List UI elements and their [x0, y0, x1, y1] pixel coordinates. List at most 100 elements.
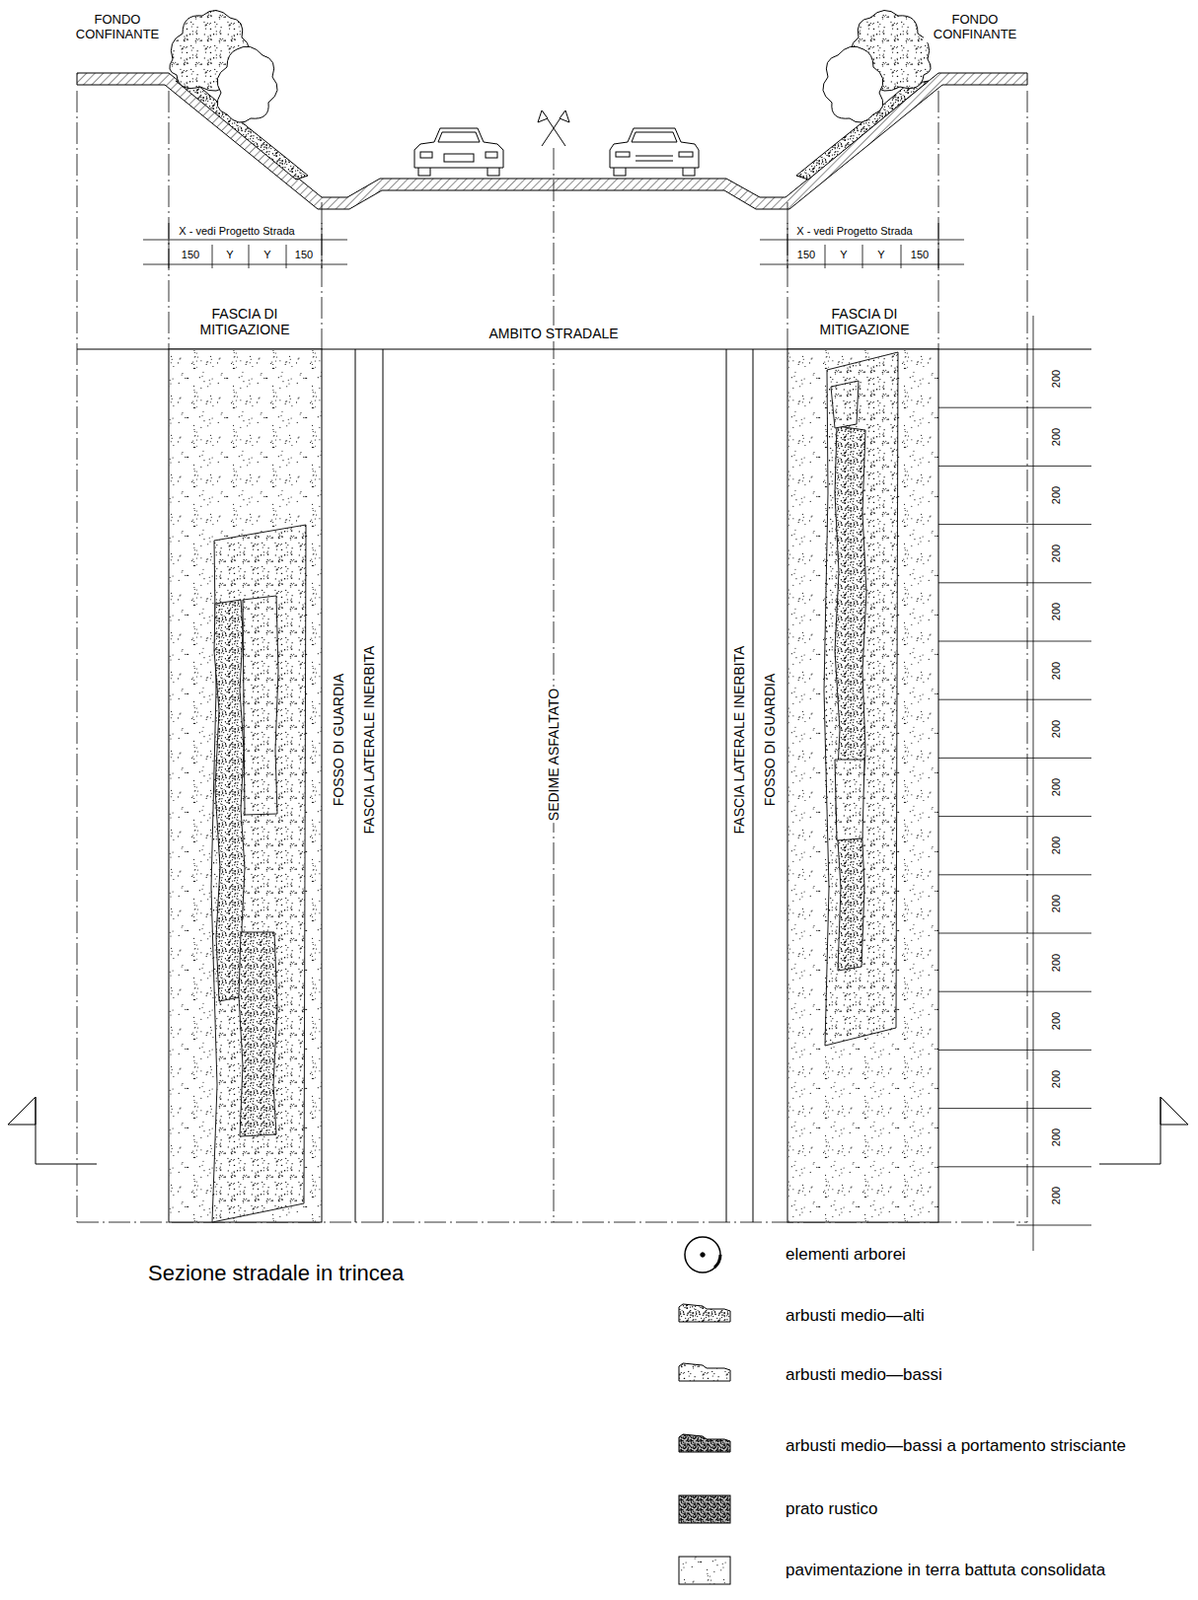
drawing-stroke — [823, 46, 884, 123]
drawing-stroke — [938, 223, 940, 269]
section-label: AMBITO STRADALE — [486, 325, 620, 342]
section-label: Y — [875, 248, 887, 262]
dimension-value: 200 — [1049, 951, 1063, 974]
section-label: Y — [837, 248, 849, 262]
drawing-stroke — [678, 1496, 731, 1524]
dimension-value: 200 — [1049, 1185, 1063, 1207]
drawing-stroke — [321, 202, 323, 350]
drawing-stroke — [321, 223, 323, 269]
drawing-stroke — [752, 349, 754, 1223]
drawing-stroke — [553, 148, 555, 1223]
drawing-stroke — [212, 244, 214, 269]
drawing-stroke — [938, 465, 1092, 467]
strip-label: FOSSO DI GUARDIA — [330, 672, 347, 810]
section-label: 150 — [795, 248, 818, 262]
drawing-stroke — [938, 816, 1092, 818]
drawing-stroke — [759, 264, 965, 266]
dimension-value: 200 — [1049, 484, 1063, 507]
ground-profile — [76, 73, 1028, 210]
dimension-value: 200 — [1049, 893, 1063, 915]
drawing-stroke — [700, 1253, 705, 1258]
section-label: X - vedi Progetto Strada — [176, 224, 297, 238]
drawing-stroke — [862, 244, 864, 269]
dimension-value: 200 — [1049, 1010, 1063, 1033]
drawing-stroke — [787, 349, 939, 1223]
shrub-patches — [211, 352, 899, 1223]
axis-lines — [76, 90, 1028, 1223]
drawing-stroke — [824, 244, 826, 269]
drawing-stroke — [938, 641, 1092, 643]
drawing-stroke — [938, 874, 1092, 876]
drawing-stroke — [211, 524, 306, 1223]
section-label: X - vedi Progetto Strada — [794, 224, 914, 238]
section-label: 150 — [908, 248, 931, 262]
plan-strips — [168, 349, 939, 1223]
slope-vegetation — [169, 9, 931, 180]
strip-label: FASCIA LATERALE INERBITA — [361, 644, 377, 837]
drawing-stroke — [143, 239, 348, 241]
legend-sample — [684, 1237, 721, 1273]
legend-text: arbusti medio—alti — [785, 1306, 925, 1327]
section-label: Y — [261, 248, 273, 262]
dimension-value: 200 — [1049, 776, 1063, 799]
section-marker — [7, 1097, 1189, 1165]
dimension-value: 200 — [1049, 718, 1063, 741]
drawing-stroke — [609, 128, 699, 168]
drawing-stroke — [1027, 90, 1029, 1223]
drawing-stroke — [355, 349, 357, 1223]
dimension-chain — [938, 315, 1092, 1252]
legend-text: elementi arborei — [785, 1245, 906, 1266]
legend-text: arbusti medio—bassi — [785, 1365, 943, 1386]
drawing-stroke — [938, 757, 1092, 759]
drawing-stroke — [834, 426, 867, 972]
drawing-stroke — [7, 1097, 97, 1165]
drawing-stroke — [678, 1363, 731, 1382]
drawing-stroke — [938, 407, 1092, 409]
drawing-stroke — [382, 349, 384, 1223]
drawing-stroke — [726, 349, 728, 1223]
drawing-stroke — [615, 151, 630, 157]
drawing-stroke — [444, 153, 474, 162]
dimension-value: 200 — [1049, 1126, 1063, 1149]
section-label: FONDO CONFINANTE — [66, 12, 169, 43]
drawing-stroke — [414, 128, 504, 168]
drawing-stroke — [485, 151, 498, 158]
strip-label: FOSSO DI GUARDIA — [761, 672, 778, 810]
drawing-stroke — [420, 151, 433, 158]
drawing-stroke — [938, 582, 1092, 584]
drawing-stroke — [759, 239, 965, 241]
car-symbol — [609, 128, 699, 176]
car-symbol — [414, 128, 504, 176]
drawing-stroke — [830, 380, 859, 429]
legend-sample — [678, 1496, 731, 1524]
drawing-stroke — [1016, 1225, 1092, 1227]
drawing-stroke — [938, 90, 940, 350]
drawing-stroke — [938, 699, 1092, 701]
drawing-stroke — [678, 151, 693, 157]
drawing-stroke — [438, 132, 480, 143]
drawing-stroke — [834, 759, 865, 841]
legend-samples — [678, 1237, 731, 1585]
drawing-stroke — [286, 244, 288, 269]
drawing-stroke — [168, 90, 170, 350]
legend-sample — [678, 1557, 731, 1585]
drawing-stroke — [635, 160, 674, 162]
drawing-stroke — [787, 202, 789, 350]
drawing-stroke — [823, 352, 899, 1047]
drawing-stroke — [938, 1049, 1092, 1051]
section-label: Y — [224, 248, 235, 262]
drawing-stroke — [168, 349, 322, 1223]
legend-sample — [678, 1304, 731, 1323]
drawing-stroke — [678, 1304, 731, 1323]
legend-text: pavimentazione in terra battuta consolid… — [785, 1561, 1106, 1581]
legend-text: prato rustico — [785, 1499, 879, 1520]
dimension-lines — [143, 223, 965, 269]
drawing-stroke — [938, 1108, 1092, 1110]
dimension-value: 200 — [1049, 834, 1063, 857]
legend-text: arbusti medio—bassi a portamento strisci… — [785, 1436, 1126, 1457]
dimension-value: 200 — [1049, 367, 1063, 389]
dimension-value: 200 — [1049, 1068, 1063, 1091]
drawing-stroke — [631, 132, 677, 143]
drawing-stroke — [559, 110, 570, 123]
